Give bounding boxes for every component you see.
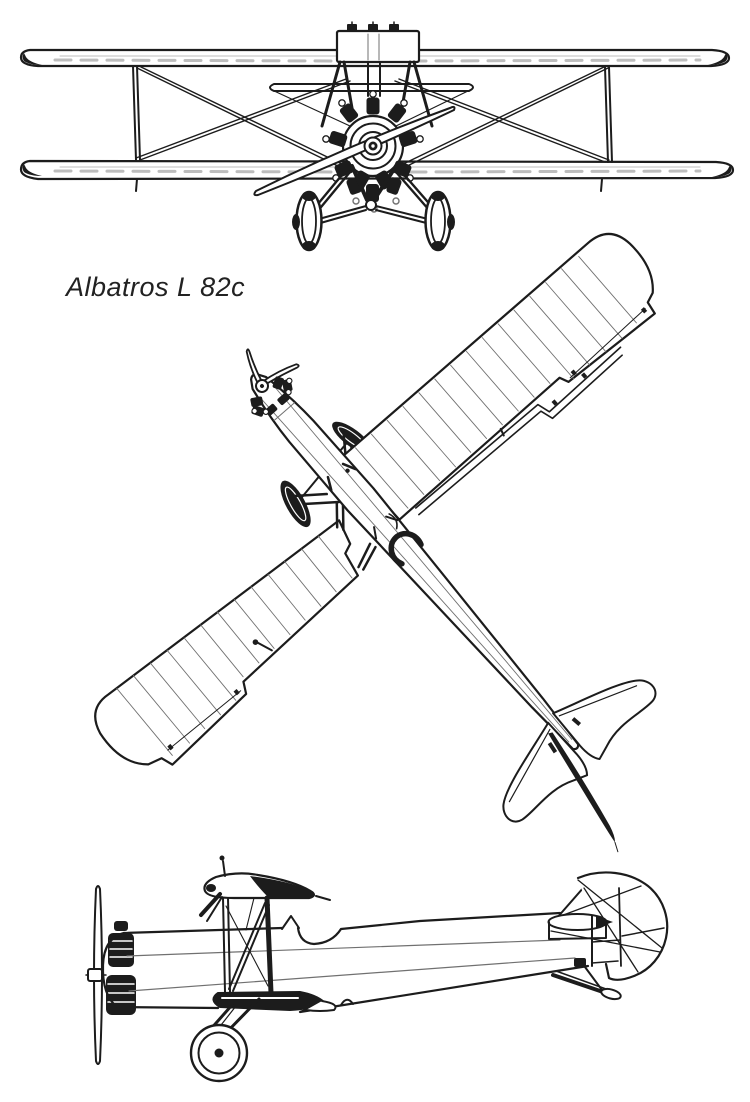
side-tail [547, 871, 669, 1001]
plan-wing-root-struts [335, 501, 377, 571]
front-interplane-struts [132, 65, 613, 163]
front-tailplane [269, 83, 474, 92]
side-propeller [85, 885, 107, 1065]
plan-port-lower-wing [94, 519, 360, 766]
side-upper-wing-section [203, 855, 331, 901]
front-landing-gear [292, 164, 455, 252]
plan-view [94, 232, 657, 853]
side-fuselage [101, 911, 590, 1014]
side-elevation-view [85, 855, 669, 1083]
side-landing-gear [189, 997, 261, 1083]
plan-tail [502, 679, 657, 853]
front-fuel-tank [335, 21, 421, 64]
plan-starboard-lower-wing-edge [414, 346, 623, 516]
front-elevation-view [19, 21, 735, 252]
front-propeller [253, 105, 456, 197]
front-bracing-wires [135, 66, 610, 170]
drawing-title: Albatros L 82c [66, 272, 246, 302]
side-lower-wing-section [212, 991, 337, 1012]
plan-cockpits [388, 513, 424, 567]
plan-starboard-upper-wing [341, 232, 656, 521]
side-struts [199, 892, 274, 996]
plan-engine-propeller [245, 348, 300, 417]
